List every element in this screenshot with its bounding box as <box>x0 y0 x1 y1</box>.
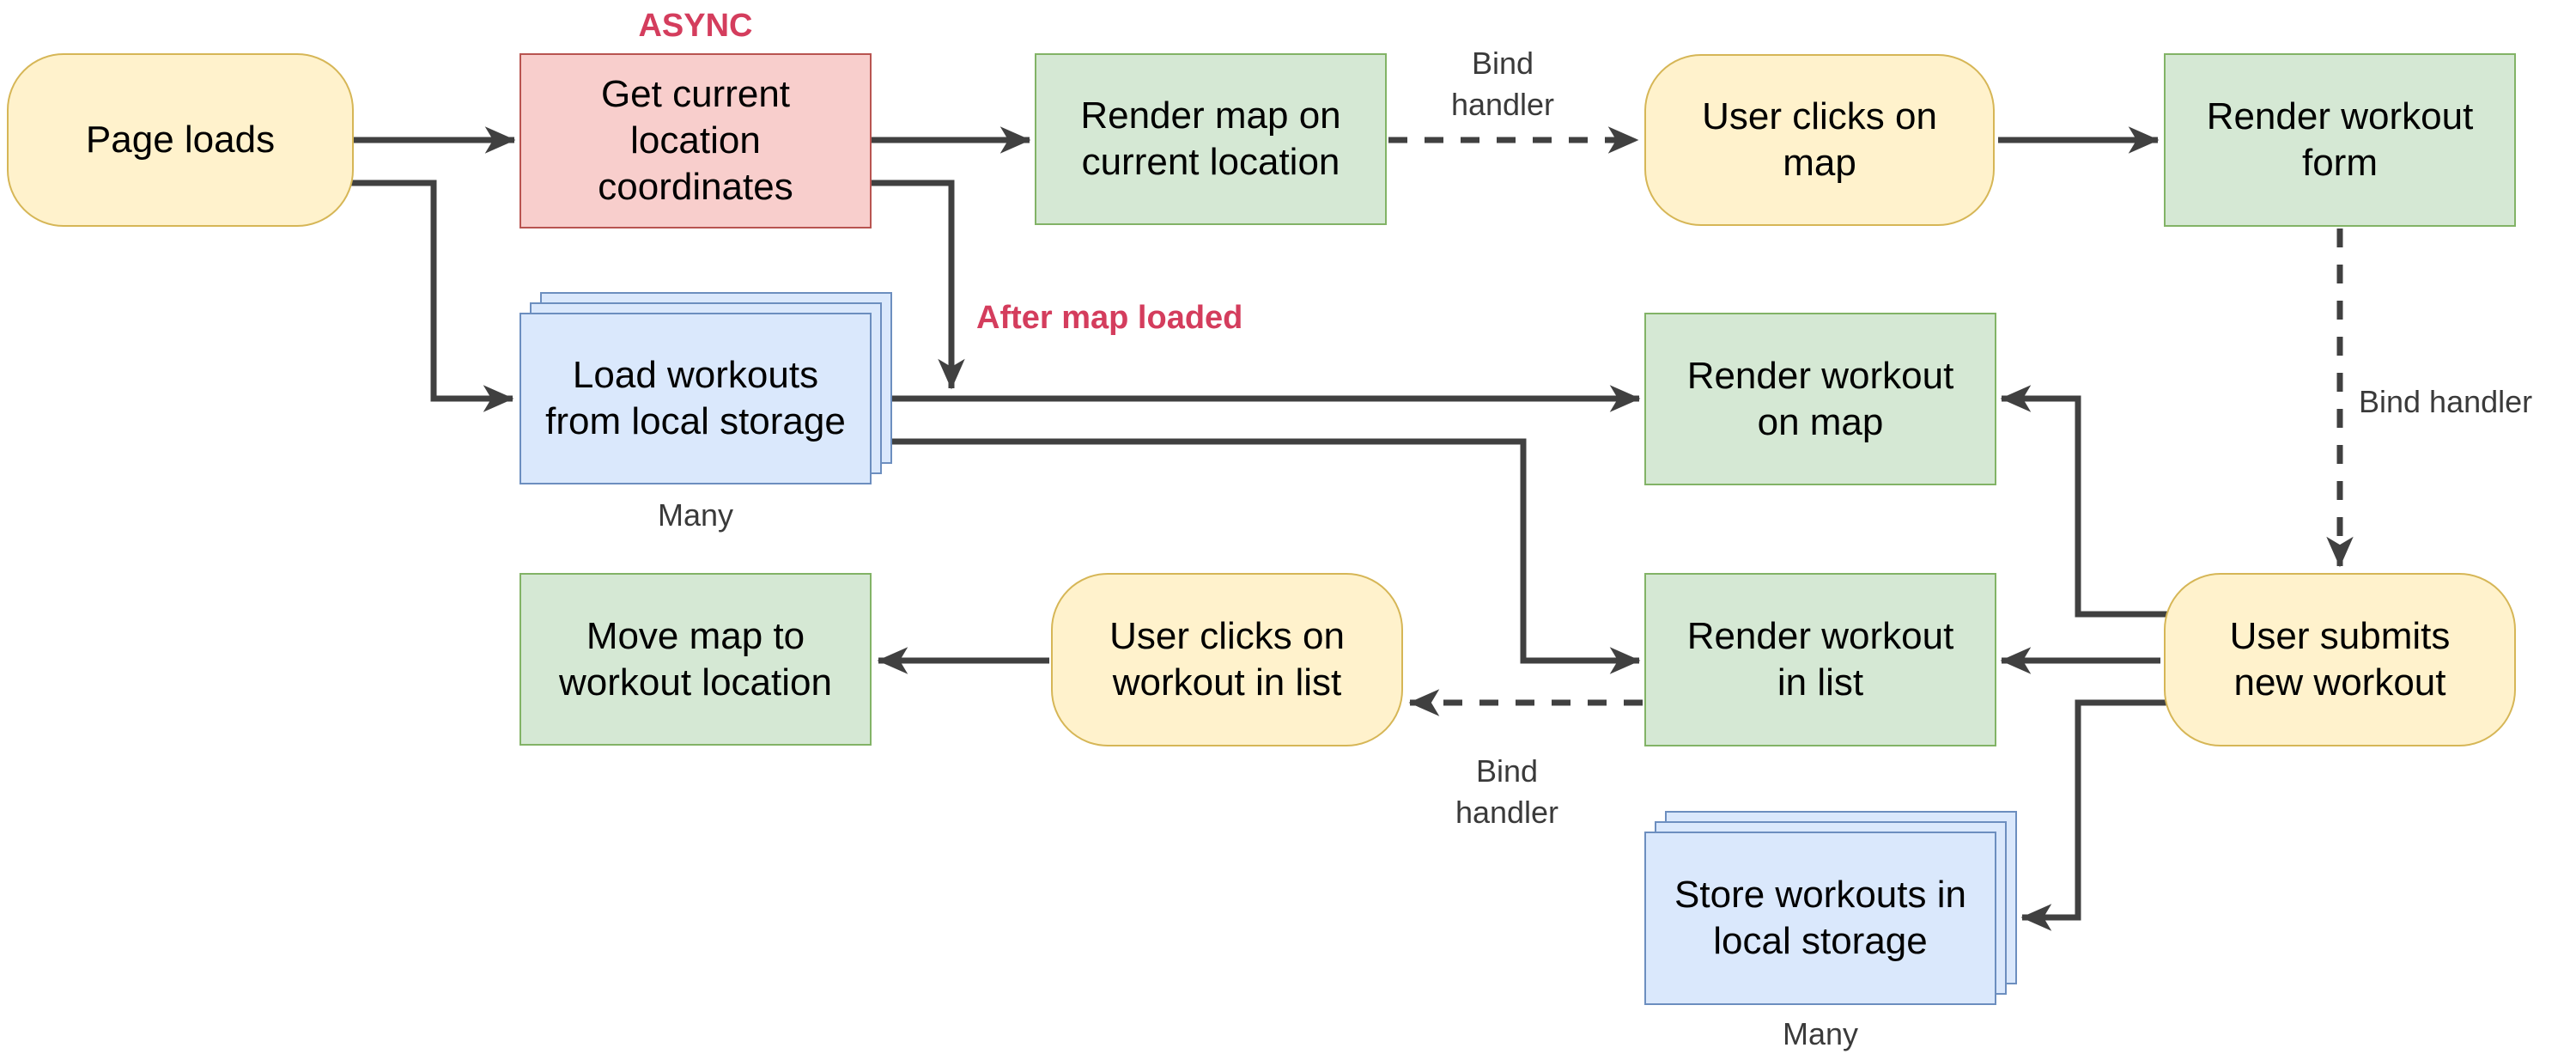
node-user-submits-new-workout: User submits new workout <box>2164 573 2516 746</box>
node-user-clicks-on-workout-in-list: User clicks on workout in list <box>1051 573 1403 746</box>
node-user-clicks-on-map: User clicks on map <box>1644 54 1995 226</box>
bind-handler-label-list: Bind handler <box>1455 753 1559 830</box>
node-render-workout-form: Render workout form <box>2164 53 2516 227</box>
edge-loadworkouts-renderinlist <box>873 438 1641 674</box>
node-render-workout-on-map: Render workout on map <box>1644 313 1996 485</box>
node-move-map-to-workout-location: Move map to workout location <box>519 573 872 746</box>
node-get-current-location: Get current location coordinates <box>519 53 872 228</box>
bind-handler-label-map: Bind handler <box>1450 46 1555 122</box>
node-render-map-on-current-location: Render map on current location <box>1035 53 1387 225</box>
node-store-workouts-in-local-storage: Store workouts in local storage <box>1644 832 1996 1005</box>
edge-pageloads-loadworkouts <box>337 180 514 412</box>
node-load-workouts-from-local-storage: Load workouts from local storage <box>519 313 872 484</box>
after-map-loaded-label: After map loaded <box>976 300 1243 336</box>
bind-handler-label-form: Bind handler <box>2359 384 2533 419</box>
node-load-workouts-stack: Load workouts from local storage <box>519 292 892 484</box>
many-label-load: Many <box>657 497 734 533</box>
edge-usersubmits-renderonmap <box>2000 385 2195 618</box>
node-page-loads: Page loads <box>7 53 354 227</box>
edge-aftermaploaded <box>872 180 965 390</box>
node-render-workout-in-list: Render workout in list <box>1644 573 1996 746</box>
edge-usersubmits-storeworkouts <box>2020 699 2195 931</box>
many-label-store: Many <box>1782 1016 1859 1051</box>
node-store-workouts-stack: Store workouts in local storage <box>1644 811 2017 1005</box>
async-label: ASYNC <box>638 8 753 44</box>
